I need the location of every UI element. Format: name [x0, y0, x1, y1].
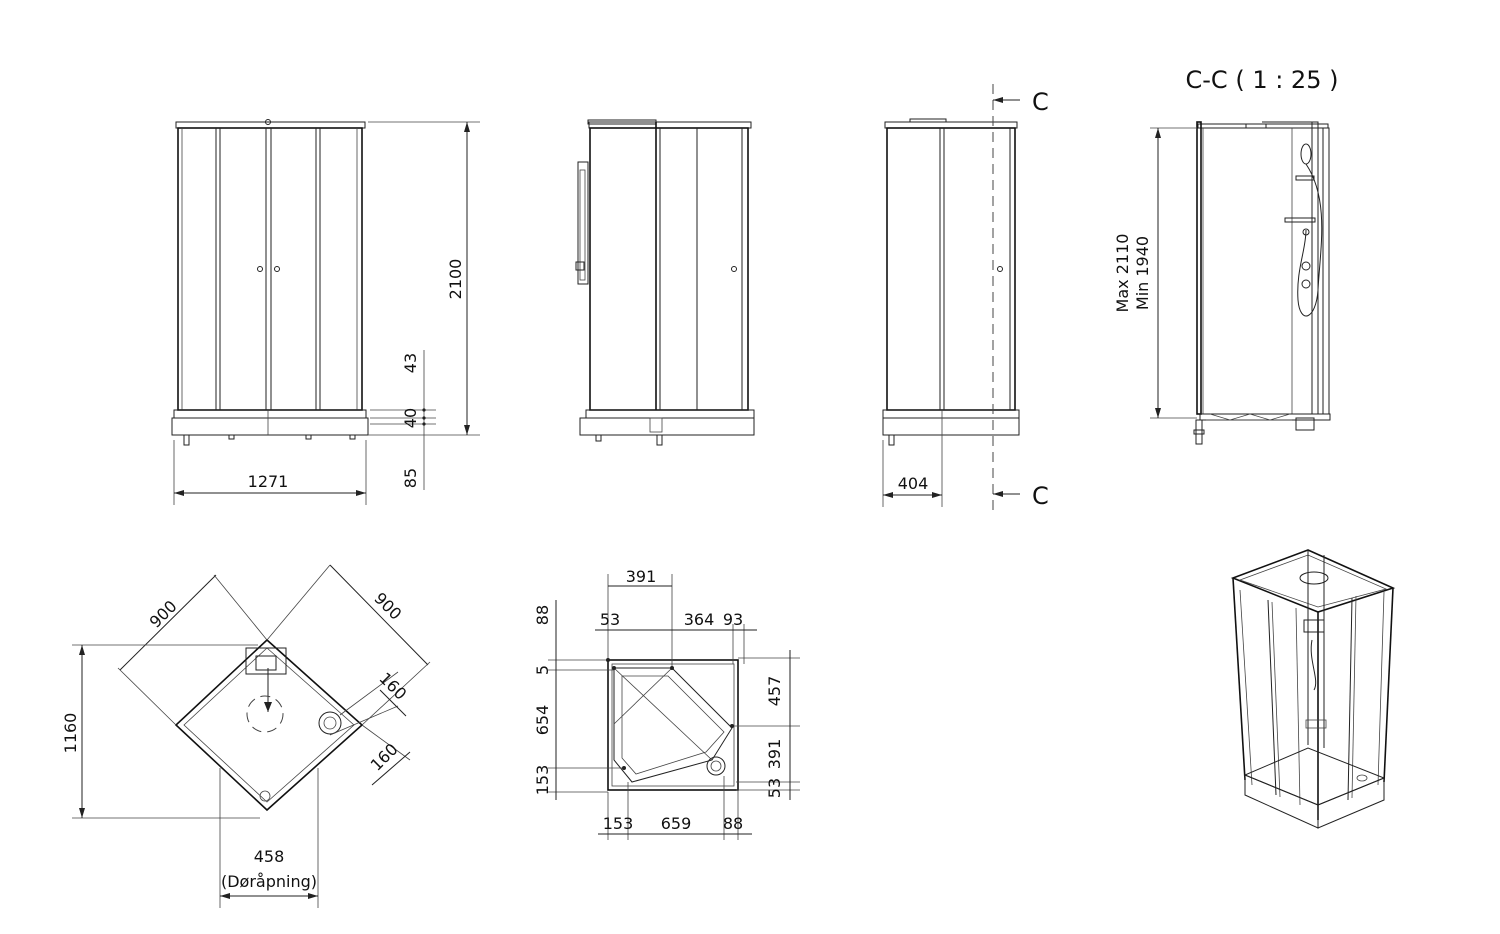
tray-left-654: 654: [533, 705, 552, 736]
drain-offset-b-dimension: 160: [367, 740, 402, 775]
tray-left-153: 153: [533, 765, 552, 796]
drain-offset-a-dimension: 160: [375, 669, 410, 704]
front-elevation-view: 2100 43 40 85 1271: [171, 119, 480, 505]
plan-view: 900 900 160 160 1160 458 (Døråpning): [61, 564, 431, 908]
tray-top-391: 391: [626, 567, 657, 586]
tray-left-88: 88: [533, 605, 552, 625]
gap-43-dimension: 43: [401, 353, 420, 373]
tray-bottom-88: 88: [723, 814, 743, 833]
height-dimension: 2100: [446, 259, 465, 300]
tray-right-53: 53: [765, 778, 784, 798]
door-opening-label: (Døråpning): [221, 872, 317, 891]
tray-top-364: 364: [684, 610, 715, 629]
plan-depth-dimension: 1160: [61, 713, 80, 754]
tray-right-391: 391: [765, 739, 784, 770]
width-dimension: 1271: [248, 472, 289, 491]
side-elevation-view-right: C C 404: [882, 84, 1049, 515]
max-height-label: Max 2110: [1113, 234, 1132, 313]
plan-side-right-dimension: 900: [370, 589, 405, 624]
min-height-label: Min 1940: [1133, 236, 1152, 310]
door-width-dimension: 458: [254, 847, 285, 866]
cut-label-top: C: [1032, 88, 1049, 116]
gap-40-dimension: 40: [401, 408, 420, 428]
foot-85-dimension: 85: [401, 468, 420, 488]
side-elevation-view: [575, 119, 755, 446]
tray-plan-view: 391 53 364 93 88 5 654 153 457 391 53 15…: [533, 567, 800, 840]
section-title: C-C ( 1 : 25 ): [1186, 66, 1339, 94]
tray-bottom-153: 153: [603, 814, 634, 833]
tray-right-457: 457: [765, 676, 784, 707]
section-c-c-view: C-C ( 1 : 25 ) Max 2110 Min 1940: [1113, 66, 1339, 445]
tray-bottom-659: 659: [661, 814, 692, 833]
tray-top-53: 53: [600, 610, 620, 629]
tray-left-5: 5: [533, 665, 552, 675]
isometric-view: [1230, 549, 1396, 829]
cut-label-bottom: C: [1032, 482, 1049, 510]
tray-top-93: 93: [723, 610, 743, 629]
offset-dimension: 404: [898, 474, 929, 493]
plan-side-left-dimension: 900: [146, 597, 181, 632]
